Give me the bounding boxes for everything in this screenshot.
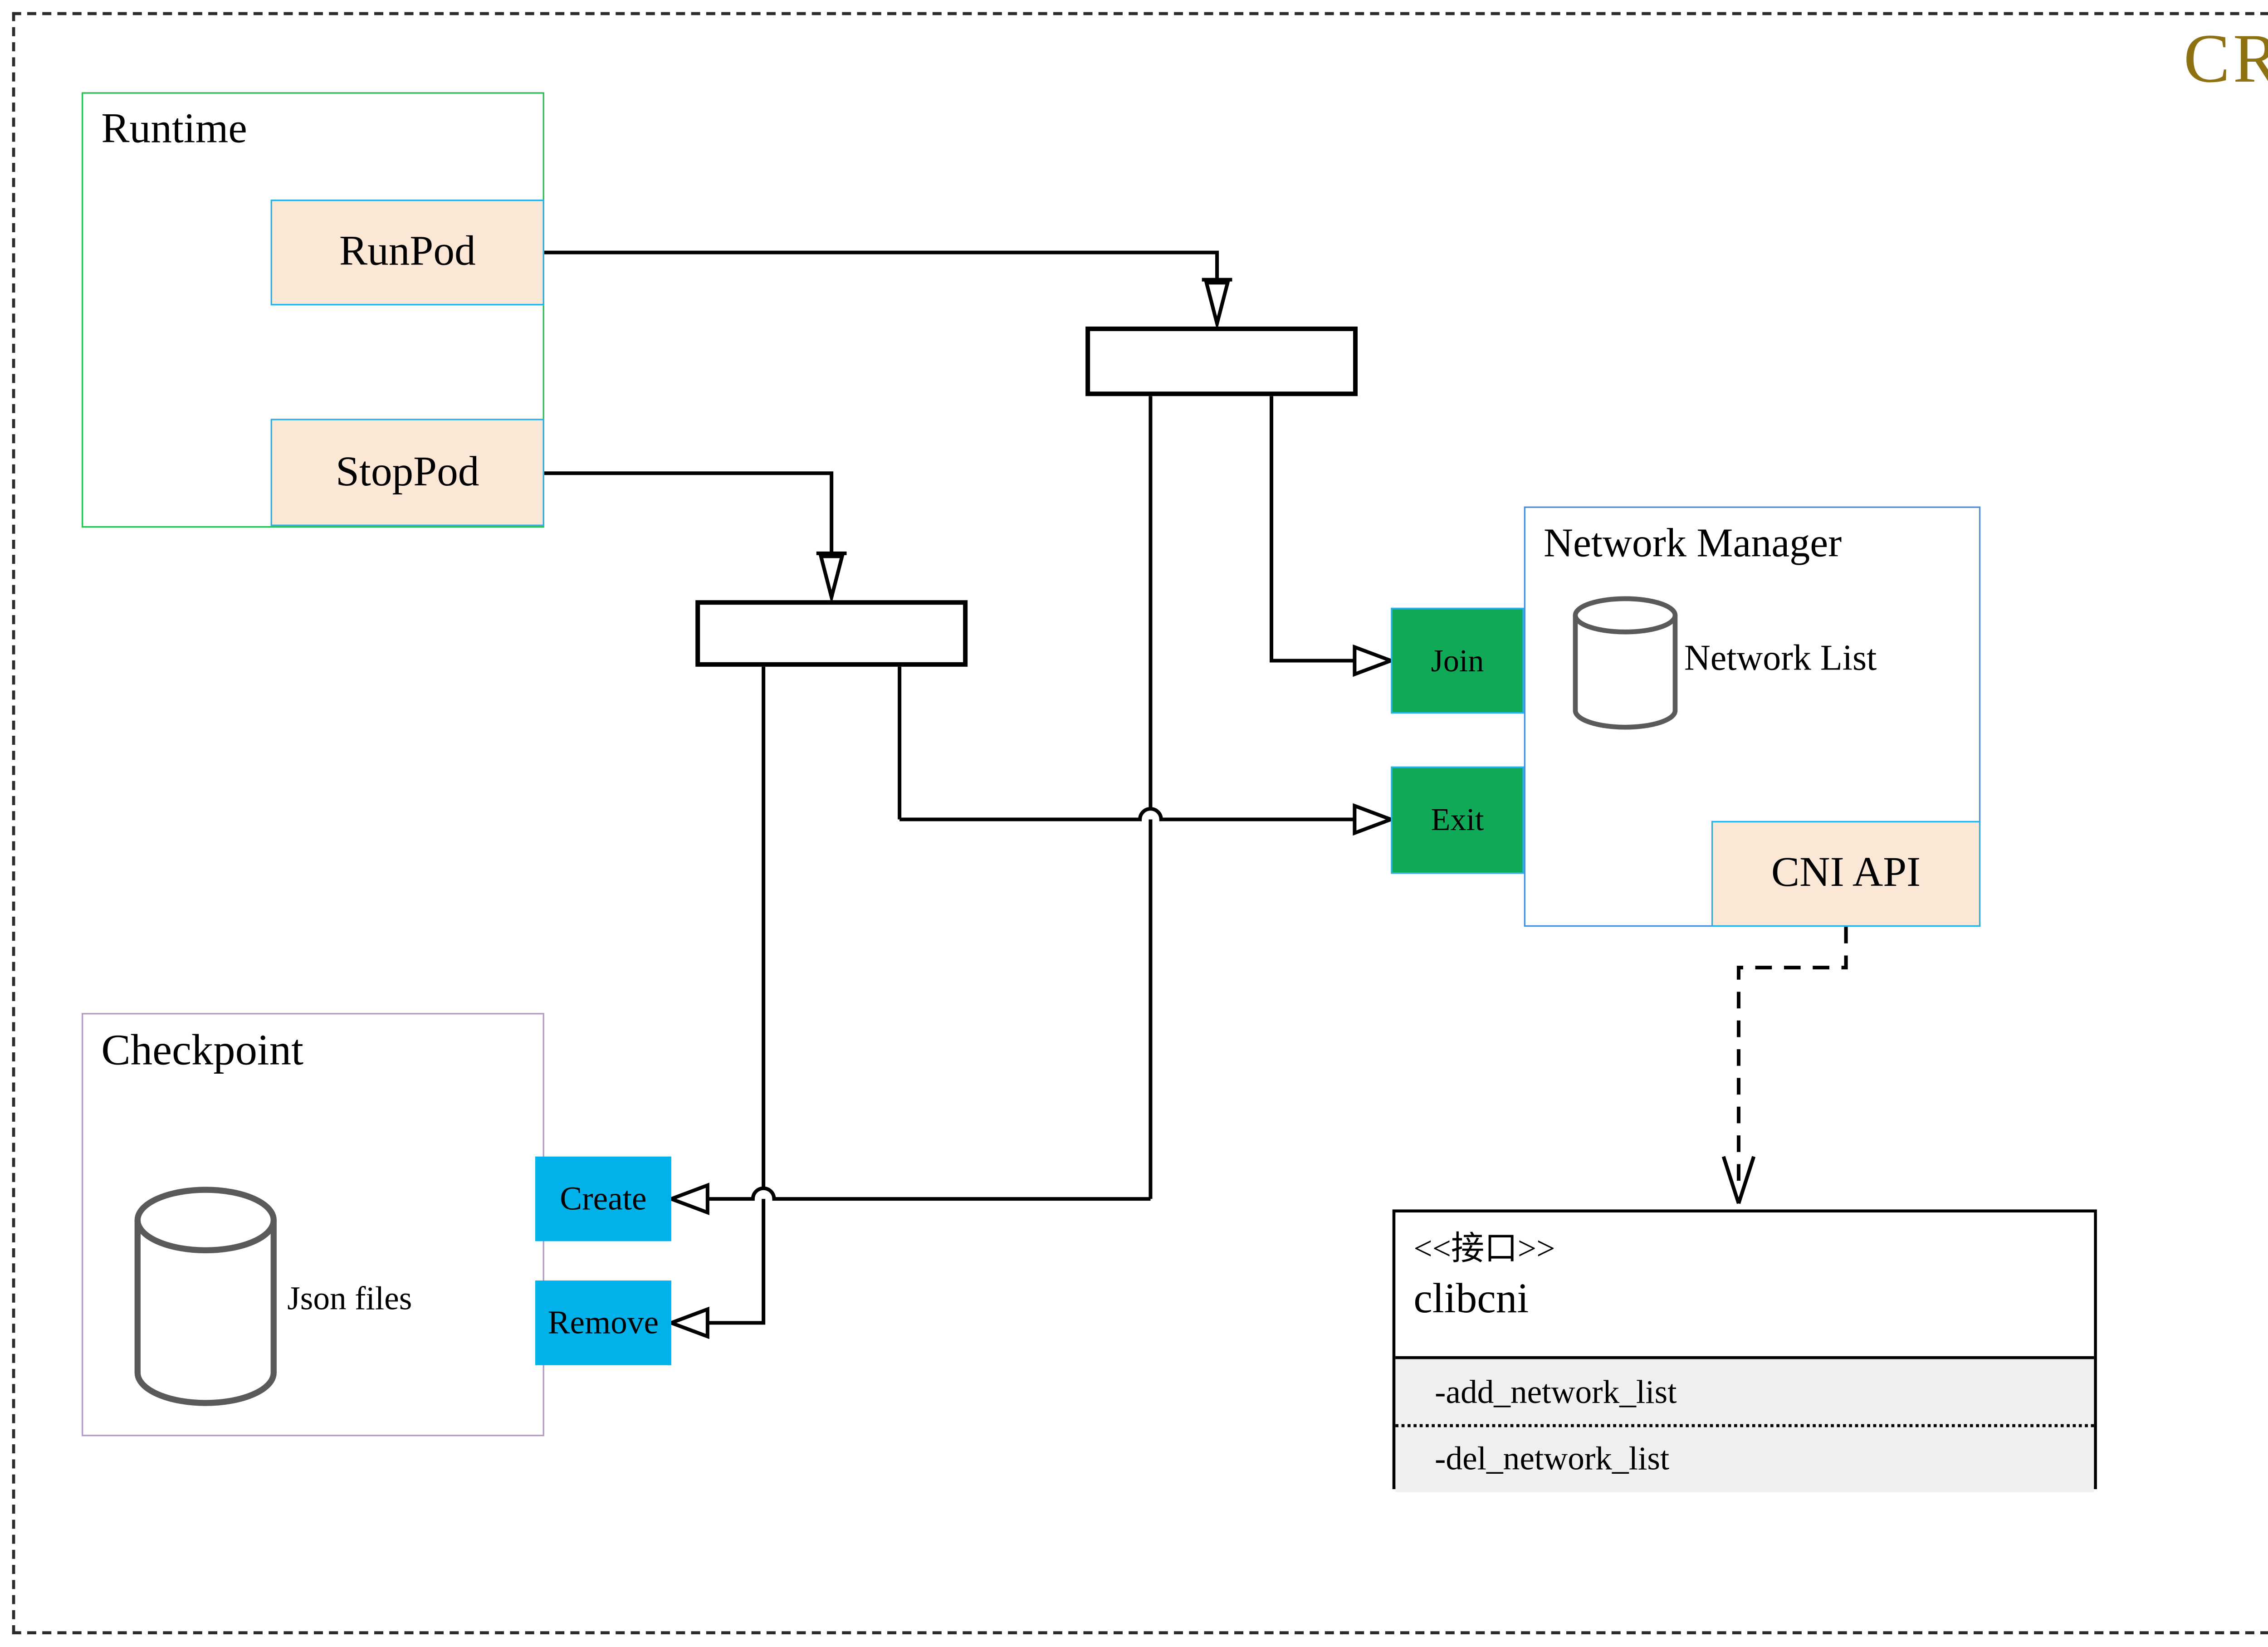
clibcni-interface-box: <<接口>> clibcni -add_network_list -del_ne…	[1392, 1209, 2097, 1492]
join-box: Join	[1391, 607, 1524, 714]
network-manager-label: Network Manager	[1543, 520, 1842, 566]
stoppod-box: StopPod	[270, 419, 544, 526]
clibcni-title-section: <<接口>> clibcni	[1395, 1212, 2094, 1356]
clibcni-name: clibcni	[1413, 1276, 1529, 1323]
runpod-activation-bar	[1085, 326, 1358, 396]
clibcni-methods-section: -add_network_list -del_network_list	[1395, 1356, 2094, 1492]
network-list-label: Network List	[1684, 639, 1877, 679]
create-label: Create	[560, 1179, 647, 1217]
clibcni-method-add: -add_network_list	[1395, 1359, 2094, 1427]
runpod-box: RunPod	[270, 199, 544, 306]
join-label: Join	[1431, 641, 1484, 678]
exit-label: Exit	[1431, 801, 1484, 838]
clibcni-method-del: -del_network_list	[1435, 1438, 1670, 1476]
outer-dashed-border	[12, 12, 2268, 1634]
runtime-label: Runtime	[101, 106, 247, 153]
diagram-title: CRI	[2183, 20, 2268, 97]
remove-box: Remove	[535, 1280, 671, 1365]
cni-api-box: CNI API	[1711, 821, 1981, 927]
exit-box: Exit	[1391, 766, 1524, 874]
create-box: Create	[535, 1156, 671, 1241]
cni-api-label: CNI API	[1771, 850, 1921, 897]
stoppod-activation-bar	[695, 600, 968, 667]
runpod-label: RunPod	[339, 228, 476, 275]
json-files-label: Json files	[287, 1279, 412, 1317]
checkpoint-label: Checkpoint	[101, 1026, 303, 1075]
remove-label: Remove	[547, 1303, 659, 1341]
checkpoint-box: Checkpoint	[81, 1013, 544, 1437]
stoppod-label: StopPod	[336, 448, 479, 495]
clibcni-stereotype: <<接口>>	[1413, 1229, 1555, 1267]
